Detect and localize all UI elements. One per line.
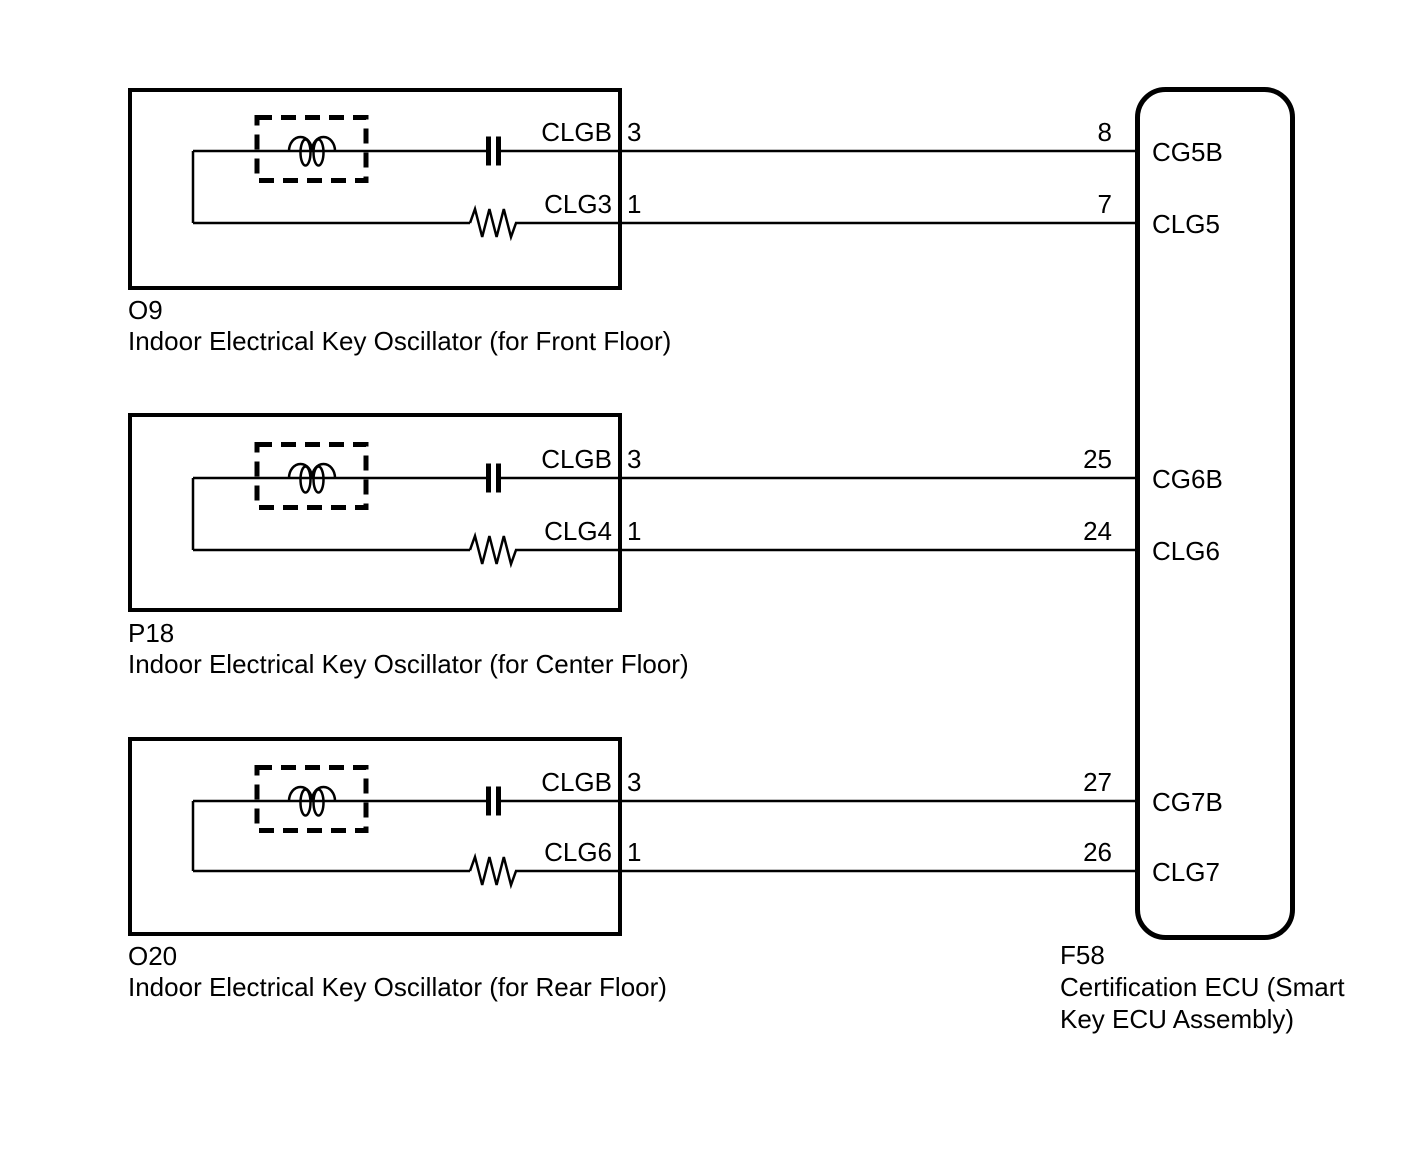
ecu-pin-number: 8	[1098, 117, 1112, 147]
component-name: Indoor Electrical Key Oscillator (for Ce…	[128, 649, 689, 679]
capacitor-icon	[486, 463, 501, 493]
oscillator-p18-group: CLGB 3 CLG4 1 25 24 CG6B CLG6 P18 Indoor…	[128, 413, 1223, 679]
ecu-pin-number: 25	[1083, 444, 1112, 474]
component-name: Indoor Electrical Key Oscillator (for Re…	[128, 972, 667, 1002]
wire-label: CLGB	[541, 444, 612, 474]
oscillator-pin-number: 1	[627, 189, 641, 219]
oscillator-o9-group: CLGB 3 CLG3 1 8 7 CG5B CLG5 O9 Indoor El…	[128, 88, 1223, 356]
wire-label: CLGB	[541, 117, 612, 147]
inductor-icon	[287, 462, 337, 494]
wire-label: CLGB	[541, 767, 612, 797]
capacitor-icon	[486, 786, 501, 816]
component-ref: O9	[128, 295, 163, 325]
oscillator-box	[128, 737, 622, 936]
oscillator-box	[128, 88, 622, 290]
resistor-icon	[468, 204, 518, 242]
wire-label: CLG4	[544, 516, 612, 546]
ecu-terminal-label: CG5B	[1152, 137, 1223, 167]
inductor-icon	[287, 135, 337, 167]
ecu-terminal-label: CLG5	[1152, 209, 1220, 239]
antenna-dashed-box	[254, 765, 369, 833]
component-name-line2: Key ECU Assembly)	[1060, 1004, 1294, 1034]
resistor-icon	[468, 852, 518, 890]
oscillator-pin-number: 1	[627, 837, 641, 867]
ecu-terminal-label: CG6B	[1152, 464, 1223, 494]
oscillator-pin-number: 3	[627, 767, 641, 797]
ecu-pin-number: 27	[1083, 767, 1112, 797]
antenna-dashed-box	[254, 442, 369, 510]
oscillator-pin-number: 3	[627, 444, 641, 474]
wire-label: CLG6	[544, 837, 612, 867]
oscillator-box	[128, 413, 622, 612]
component-name: Indoor Electrical Key Oscillator (for Fr…	[128, 326, 671, 356]
inductor-icon	[287, 785, 337, 817]
resistor-icon	[468, 531, 518, 569]
component-ref: O20	[128, 941, 177, 971]
oscillator-pin-number: 3	[627, 117, 641, 147]
component-ref: P18	[128, 618, 174, 648]
ecu-pin-number: 24	[1083, 516, 1112, 546]
oscillator-o20-group: CLGB 3 CLG6 1 27 26 CG7B CLG7 O20 Indoor…	[128, 737, 1223, 1002]
ecu-terminal-label: CG7B	[1152, 787, 1223, 817]
ecu-pin-number: 26	[1083, 837, 1112, 867]
ecu-pin-number: 7	[1098, 189, 1112, 219]
antenna-dashed-box	[254, 115, 369, 183]
component-ref: F58	[1060, 940, 1105, 970]
component-name-line1: Certification ECU (Smart	[1060, 972, 1345, 1002]
ecu-connector-box	[1135, 87, 1295, 940]
ecu-terminal-label: CLG6	[1152, 536, 1220, 566]
oscillator-pin-number: 1	[627, 516, 641, 546]
ecu-terminal-label: CLG7	[1152, 857, 1220, 887]
ecu-group: F58 Certification ECU (Smart Key ECU Ass…	[1060, 87, 1345, 1034]
capacitor-icon	[486, 136, 501, 166]
wire-label: CLG3	[544, 189, 612, 219]
